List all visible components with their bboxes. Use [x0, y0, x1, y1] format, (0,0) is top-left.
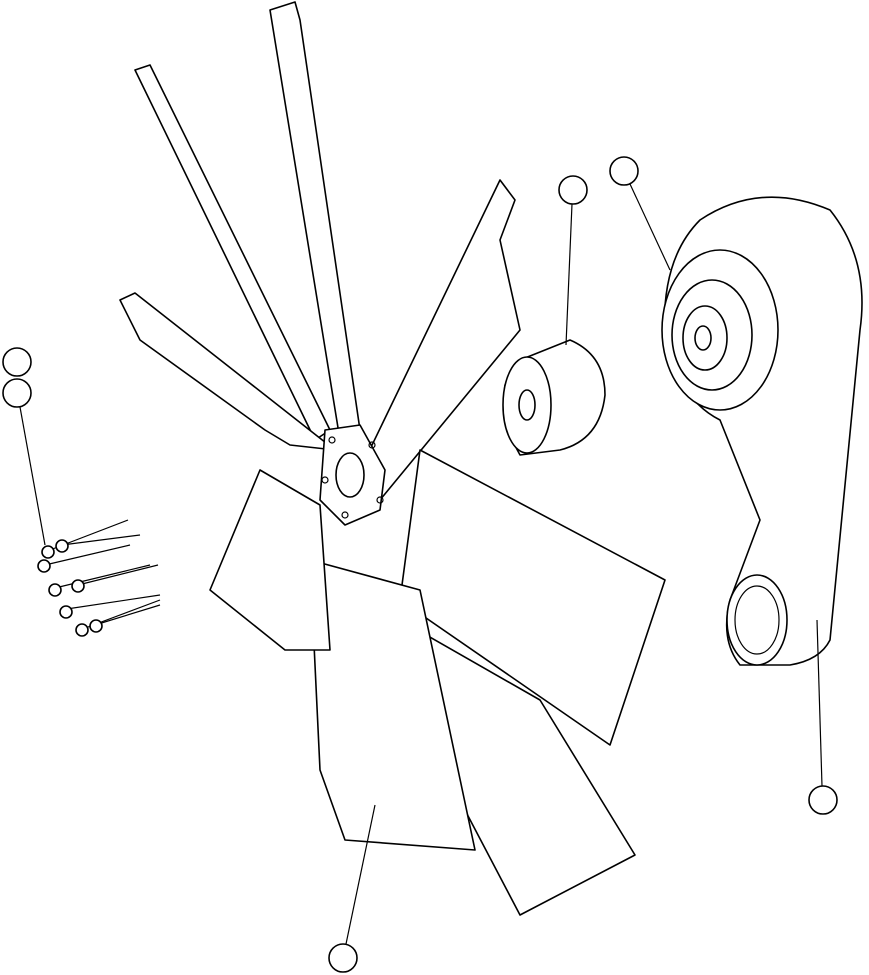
spacer [502, 339, 606, 456]
fan-hub-bore [335, 452, 365, 498]
callout-pulley [609, 156, 639, 186]
callout-spacer [558, 175, 588, 205]
leader-spacer [565, 203, 573, 346]
leader-pulley [629, 183, 671, 271]
fan-blade-right [399, 449, 666, 746]
callouts [2, 156, 838, 973]
callout-bracket [808, 785, 838, 815]
fan-drive-bracket [661, 196, 863, 666]
bolts [37, 519, 161, 637]
callout-bolt-b [2, 378, 32, 408]
bracket-lower-bore [726, 574, 788, 666]
leader-bolt [19, 406, 46, 546]
fan-blade-lower-left [209, 469, 331, 651]
fan-blade-top [269, 1, 361, 441]
leader-bracket [816, 619, 823, 787]
callout-fan [328, 943, 358, 973]
fan [119, 1, 666, 916]
fan-blade-bottom [309, 559, 476, 851]
callout-bolt-a [2, 347, 32, 377]
fan-blade-left [119, 292, 336, 451]
leader-fan [345, 804, 376, 945]
fan-blade-upper-right [359, 179, 521, 501]
